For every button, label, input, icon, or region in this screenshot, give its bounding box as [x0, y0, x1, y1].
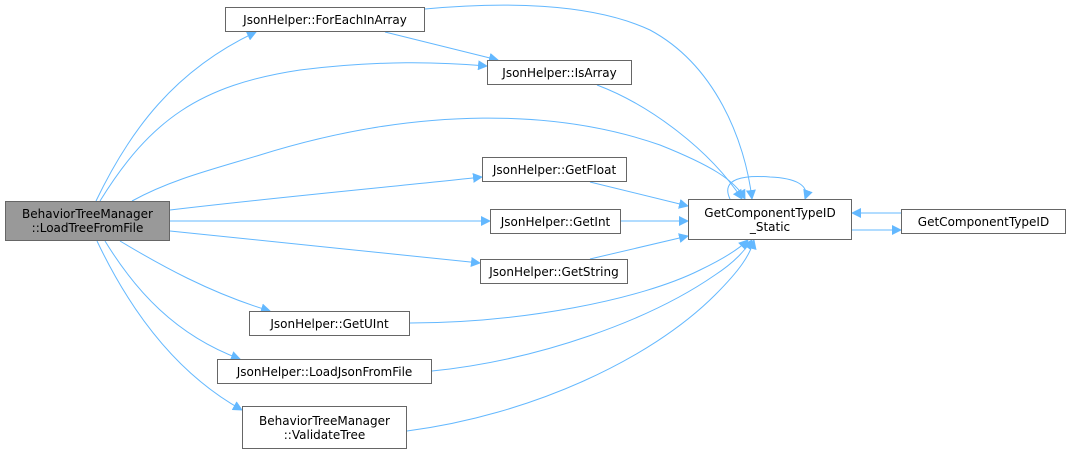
node-isarray[interactable]: JsonHelper::IsArray — [487, 60, 632, 85]
node-label-line: JsonHelper::GetFloat — [492, 162, 617, 177]
node-label-line: JsonHelper::GetInt — [500, 214, 611, 229]
node-label-line: BehaviorTreeManager — [259, 413, 390, 428]
node-label-line: JsonHelper::IsArray — [502, 65, 617, 80]
node-label-line: _Static — [749, 219, 791, 234]
edge-root-to-getuint — [119, 240, 271, 314]
edge-getstring-to-static — [589, 233, 689, 260]
edge-static-to-static — [727, 176, 813, 200]
edge-validate-to-static — [406, 239, 757, 432]
edge-root-to-isarray — [99, 60, 488, 202]
edge-getfloat-to-static — [589, 181, 689, 209]
edge-isarray-to-static — [596, 84, 743, 200]
node-label-line: JsonHelper::ForEachInArray — [243, 12, 407, 27]
node-label-line: JsonHelper::GetString — [489, 264, 619, 279]
edge-root-to-validate — [96, 240, 243, 411]
node-static[interactable]: GetComponentTypeID_Static — [688, 199, 852, 240]
node-label-line: GetComponentTypeID — [704, 205, 836, 220]
node-label-line: ::LoadTreeFromFile — [31, 221, 144, 235]
edge-getuint-to-static — [409, 239, 749, 324]
node-label-line: JsonHelper::GetUInt — [270, 316, 389, 331]
node-label-line: GetComponentTypeID — [917, 214, 1050, 229]
node-label-line: ::ValidateTree — [283, 427, 366, 442]
node-getint[interactable]: JsonHelper::GetInt — [490, 209, 621, 234]
node-validate[interactable]: BehaviorTreeManager::ValidateTree — [242, 406, 407, 449]
edge-foreach-to-isarray — [384, 31, 499, 63]
node-gctid[interactable]: GetComponentTypeID — [901, 209, 1066, 234]
edge-loadjson-to-static — [431, 239, 753, 372]
node-getuint[interactable]: JsonHelper::GetUInt — [249, 311, 410, 336]
node-root: BehaviorTreeManager::LoadTreeFromFile — [5, 201, 170, 241]
node-getstring[interactable]: JsonHelper::GetString — [480, 259, 628, 284]
edge-root-to-loadjson — [104, 240, 241, 361]
node-getfloat[interactable]: JsonHelper::GetFloat — [482, 157, 627, 182]
node-label-line: JsonHelper::LoadJsonFromFile — [236, 364, 413, 379]
edge-root-to-foreach — [95, 31, 257, 202]
node-loadjson[interactable]: JsonHelper::LoadJsonFromFile — [217, 359, 432, 384]
node-label-line: BehaviorTreeManager — [22, 207, 153, 221]
edge-root-to-getstring — [169, 230, 481, 267]
edge-foreach-to-static — [424, 4, 756, 200]
edge-root-to-static — [131, 117, 746, 202]
node-foreach[interactable]: JsonHelper::ForEachInArray — [225, 7, 425, 32]
edge-root-to-getfloat — [169, 172, 483, 211]
